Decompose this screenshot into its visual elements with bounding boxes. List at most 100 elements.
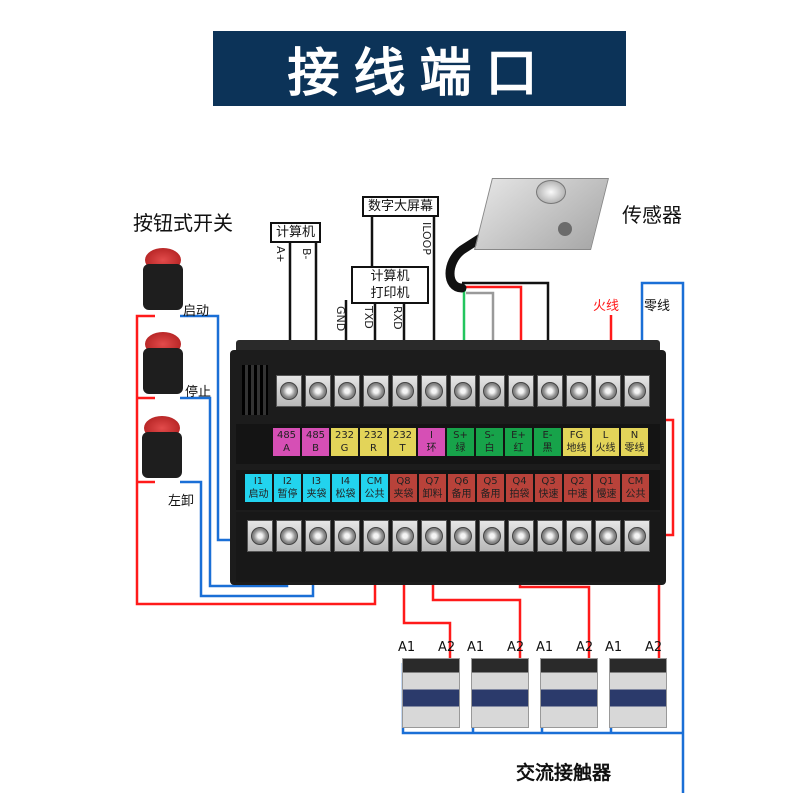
bottom-label-cell: I1 启动 — [245, 474, 272, 502]
top-terminal[interactable] — [479, 375, 505, 407]
terminal-function: 暂停 — [277, 489, 298, 500]
terminal-function: 环 — [426, 443, 437, 454]
tag-gnd: GND — [334, 306, 347, 332]
button-start-label: 启动 — [183, 304, 210, 319]
terminal-function: 松袋 — [335, 489, 356, 500]
screw-icon — [570, 527, 588, 545]
top-terminal[interactable] — [450, 375, 476, 407]
bottom-terminal[interactable] — [450, 520, 476, 552]
terminal-function: A — [283, 443, 290, 454]
bottom-terminal[interactable] — [566, 520, 592, 552]
terminal-code: E+ — [511, 430, 526, 441]
bottom-terminal[interactable] — [334, 520, 360, 552]
bottom-terminal[interactable] — [392, 520, 418, 552]
bottom-terminal[interactable] — [247, 520, 273, 552]
terminal-function: 卸料 — [422, 489, 443, 500]
title-banner: 接线端口 — [213, 31, 626, 106]
top-terminal[interactable] — [305, 375, 331, 407]
bottom-terminal[interactable] — [508, 520, 534, 552]
contactor-body — [471, 658, 529, 728]
screw-icon — [599, 382, 617, 400]
bottom-terminal[interactable] — [479, 520, 505, 552]
terminal-function: 备用 — [480, 489, 501, 500]
screw-icon — [454, 527, 472, 545]
bottom-terminal[interactable] — [624, 520, 650, 552]
screw-icon — [338, 382, 356, 400]
top-terminal[interactable] — [363, 375, 389, 407]
top-label-cell: E-黑 — [534, 428, 561, 456]
terminal-code: E- — [542, 430, 553, 441]
bottom-terminal[interactable] — [595, 520, 621, 552]
sensor-hole — [558, 222, 572, 236]
a2-label: A2 — [438, 640, 456, 655]
bottom-label-cell: I2 暂停 — [274, 474, 301, 502]
a2-label: A2 — [507, 640, 525, 655]
screw-icon — [280, 382, 298, 400]
top-terminal[interactable] — [392, 375, 418, 407]
bottom-terminal[interactable] — [276, 520, 302, 552]
switch-housing — [143, 264, 183, 310]
terminal-code: CM — [366, 476, 383, 487]
top-terminal[interactable] — [624, 375, 650, 407]
terminal-code: Q8 — [396, 476, 411, 487]
top-terminal[interactable] — [537, 375, 563, 407]
bottom-terminal[interactable] — [421, 520, 447, 552]
screw-icon — [425, 382, 443, 400]
a1-label: A1 — [467, 640, 485, 655]
device-top — [236, 340, 660, 352]
terminal-code: I2 — [282, 476, 293, 487]
bottom-terminal[interactable] — [537, 520, 563, 552]
screw-icon — [454, 382, 472, 400]
terminal-code: S+ — [453, 430, 468, 441]
top-terminal[interactable] — [595, 375, 621, 407]
button-start[interactable] — [141, 248, 185, 312]
button-left-unload-label: 左卸 — [168, 494, 195, 509]
bottom-terminal[interactable] — [305, 520, 331, 552]
terminal-function: 备用 — [451, 489, 472, 500]
terminal-code: Q4 — [512, 476, 527, 487]
top-label-cell: S-白 — [476, 428, 503, 456]
terminal-code: I — [430, 430, 433, 441]
screw-icon — [367, 382, 385, 400]
top-terminal[interactable] — [508, 375, 534, 407]
top-terminal[interactable] — [566, 375, 592, 407]
terminal-code: Q1 — [599, 476, 614, 487]
terminal-function: 慢速 — [596, 489, 617, 500]
terminal-function: 零线 — [624, 443, 645, 454]
button-left-unload[interactable] — [140, 416, 184, 480]
screw-icon — [541, 382, 559, 400]
button-stop[interactable] — [141, 332, 185, 396]
screw-icon — [251, 527, 269, 545]
a1-label: A1 — [536, 640, 554, 655]
screw-icon — [396, 527, 414, 545]
neutral-wire-label: 零线 — [644, 299, 671, 314]
screw-icon — [280, 527, 298, 545]
terminal-function: 中速 — [567, 489, 588, 500]
display-box: 数字大屏幕 — [362, 196, 440, 217]
top-terminal[interactable] — [334, 375, 360, 407]
a2-label: A2 — [645, 640, 663, 655]
top-terminal[interactable] — [421, 375, 447, 407]
contactor-body — [609, 658, 667, 728]
terminal-code: 232 — [363, 430, 384, 441]
screw-icon — [309, 382, 327, 400]
top-terminal[interactable] — [276, 375, 302, 407]
terminal-function: G — [340, 443, 349, 454]
buttons-heading: 按钮式开关 — [133, 211, 233, 235]
terminal-function: 启动 — [248, 489, 269, 500]
load-cell-sensor — [474, 170, 609, 255]
terminal-code: 232 — [334, 430, 355, 441]
ac-contactor: A1 A2 — [467, 640, 529, 728]
terminal-code: I1 — [253, 476, 264, 487]
bottom-terminal[interactable] — [363, 520, 389, 552]
